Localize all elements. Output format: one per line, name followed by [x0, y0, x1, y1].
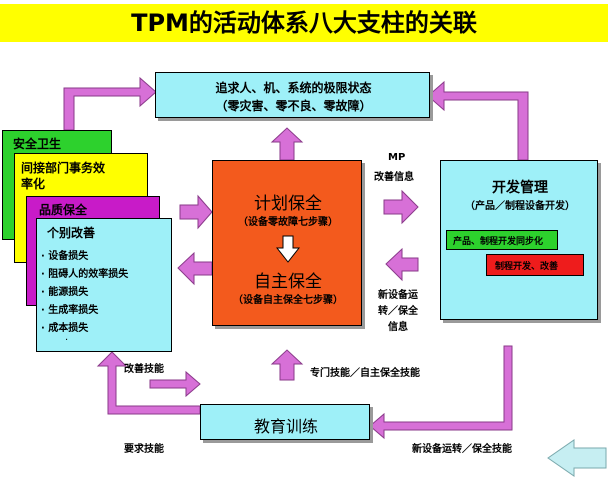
- sync-dev-box: 产品、制程开发同步化: [446, 230, 558, 250]
- arrow-edu-to-center: [270, 349, 304, 381]
- require-skill-label: 要求技能: [124, 444, 164, 455]
- kaizen-box: 个别改善 · 设备损失 · 阻碍人的效率损失 · 能源损失 · 生成率损失 · …: [36, 218, 172, 352]
- arrow-center-up: [270, 127, 304, 161]
- mp-improve-label: 改善信息: [374, 172, 414, 183]
- process-dev-label: 制程开发、改善: [495, 262, 559, 272]
- education-label: 教育训练: [253, 417, 318, 436]
- indirect-line2: 率化: [21, 177, 46, 191]
- new-equip-line2: 转／保全: [378, 306, 418, 317]
- arrow-edu-to-left: [96, 351, 201, 415]
- special-skill-label: 专门技能／自主保全技能: [310, 368, 420, 379]
- new-equip-skill-label: 新设备运转／保全技能: [412, 444, 512, 455]
- page-title: TPM的活动体系八大支柱的关联: [131, 9, 477, 37]
- new-equip-line3: 信息: [388, 322, 408, 333]
- autonomous-sub: （设备自主保全七步骤）: [233, 295, 343, 306]
- center-box: 计划保全 （设备零故障七步骤） 自主保全 （设备自主保全七步骤）: [212, 160, 362, 326]
- goal-box: 追求人、机、系统的极限状态 （零灾害、零不良、零故障）: [155, 72, 430, 118]
- kaizen-item-2: · 阻碍人的效率损失: [41, 269, 129, 280]
- arrow-left-to-top: [63, 76, 157, 131]
- process-dev-box: 制程开发、改善: [486, 254, 584, 276]
- education-box: 教育训练: [200, 404, 370, 440]
- improve-skill-label: 改善技能: [124, 364, 164, 375]
- kaizen-item-1: · 设备损失: [41, 251, 89, 262]
- goal-line2: （零灾害、零不良、零故障）: [215, 99, 372, 113]
- down-arrow-icon: [276, 235, 300, 263]
- kaizen-title: 个别改善: [47, 226, 96, 240]
- arrow-right-to-edu: [369, 345, 513, 440]
- arrow-left-to-center: [179, 194, 213, 230]
- arrow-right-to-center: [385, 247, 419, 282]
- sync-dev-label: 产品、制程开发同步化: [453, 237, 544, 247]
- development-sub: （产品／制程设备开发）: [465, 201, 575, 212]
- new-equip-line1: 新设备运: [378, 290, 418, 301]
- arrow-incoming-light: [547, 439, 607, 477]
- arrow-left-to-edu: [149, 370, 201, 398]
- arrow-center-to-right: [383, 189, 419, 225]
- kaizen-item-5: · 成本损失: [41, 323, 89, 334]
- kaizen-item-4: · 生成率损失: [41, 305, 99, 316]
- kaizen-dot: ·: [65, 335, 69, 346]
- arrow-center-to-left: [177, 251, 213, 286]
- safety-label: 安全卫生: [13, 137, 62, 151]
- development-title: 开发管理: [492, 180, 548, 196]
- mp-label: MP: [388, 152, 406, 163]
- indirect-line1: 间接部门事务效: [21, 161, 106, 175]
- planned-sub: （设备零故障七步骤）: [238, 217, 338, 228]
- arrow-right-to-top: [427, 80, 529, 161]
- autonomous-title: 自主保全: [254, 272, 322, 292]
- title-bar: [0, 4, 608, 42]
- quality-label: 品质保全: [39, 203, 88, 217]
- kaizen-item-3: · 能源损失: [41, 287, 89, 298]
- planned-title: 计划保全: [254, 194, 322, 214]
- goal-line1: 追求人、机、系统的极限状态: [215, 81, 372, 95]
